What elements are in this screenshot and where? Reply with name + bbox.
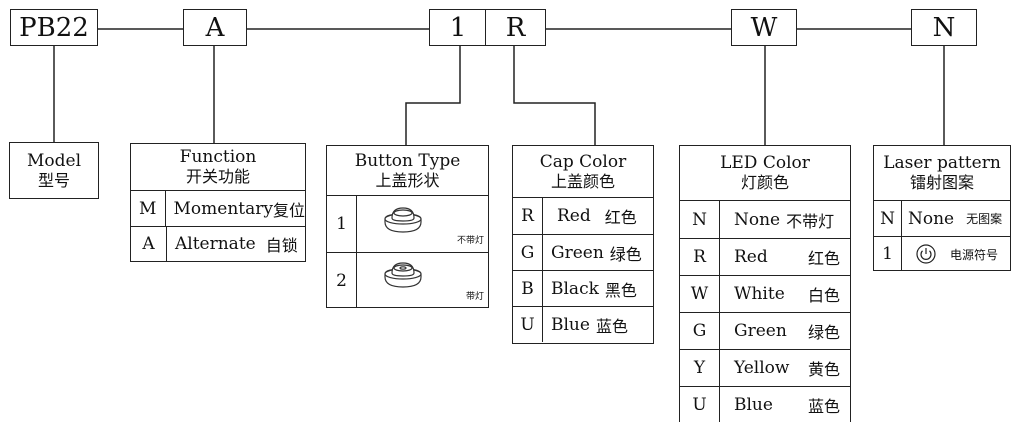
laser-label-zh: 电源符号 [950, 247, 999, 262]
led-color-row: W White 白色 [680, 275, 850, 312]
led-color-label: Blue [734, 395, 773, 415]
function-code: A [131, 227, 167, 261]
cap-color-label-zh: 绿色 [609, 244, 642, 264]
led-color-code: R [680, 239, 720, 275]
button-type-title-en: Button Type [354, 150, 461, 171]
cap-color-label: Black [551, 278, 599, 299]
cap-color-label: Green [551, 242, 604, 263]
led-color-label-zh: 不带灯 [786, 211, 835, 231]
laser-pattern-table: Laser pattern 镭射图案 N None 无图案 1 电源符号 [873, 145, 1011, 271]
button-type-code: 1 [327, 196, 357, 252]
laser-code: 1 [874, 237, 902, 271]
code-box-function: A [183, 9, 247, 46]
led-color-row: U Blue 蓝色 [680, 386, 850, 422]
cap-color-label: Blue [551, 314, 590, 335]
power-icon [916, 244, 936, 264]
function-label: Alternate [175, 234, 256, 254]
laser-title-en: Laser pattern [883, 153, 1001, 173]
model-box: Model 型号 [9, 142, 99, 199]
cap-color-label-zh: 黑色 [604, 280, 637, 300]
led-color-code: G [680, 313, 720, 349]
led-color-label-zh: 黄色 [807, 360, 840, 379]
function-label: Momentary [173, 198, 273, 219]
model-title-en: Model [26, 150, 82, 171]
cap-color-code: G [513, 235, 543, 270]
function-label-zh: 复位 [272, 200, 305, 220]
led-color-label: White [734, 284, 785, 304]
led-color-code: U [680, 387, 720, 422]
led-color-label: Green [734, 321, 787, 341]
led-color-row: Y Yellow 黄色 [680, 349, 850, 386]
cap-color-label: Red [557, 206, 591, 226]
code-box-led-color: W [731, 9, 797, 46]
led-color-title-zh: 灯颜色 [740, 173, 789, 192]
cap-color-label-zh: 红色 [604, 208, 637, 227]
laser-title-zh: 镭射图案 [909, 173, 974, 192]
code-box-laser: N [911, 9, 977, 46]
cap-color-code: R [513, 198, 543, 234]
code-button-type-text: 1 [449, 12, 467, 43]
function-title-zh: 开关功能 [185, 167, 250, 186]
led-color-code: Y [680, 350, 720, 386]
cap-plain-icon [384, 207, 422, 233]
led-color-label-zh: 红色 [807, 249, 840, 268]
cap-color-title-en: Cap Color [539, 151, 627, 172]
function-code: M [131, 191, 166, 226]
led-color-code: N [680, 201, 720, 238]
button-type-tag: 不带灯 [456, 236, 484, 246]
model-title-zh: 型号 [37, 170, 70, 190]
function-label-zh: 自锁 [265, 236, 298, 255]
laser-code: N [874, 201, 902, 236]
cap-color-title-zh: 上盖颜色 [550, 171, 615, 191]
cap-lamp-icon [384, 262, 422, 288]
led-color-label-zh: 蓝色 [807, 397, 840, 416]
led-color-row: R Red 红色 [680, 238, 850, 275]
function-row-alternate: A Alternate 自锁 [131, 226, 305, 261]
led-color-title-en: LED Color [720, 153, 810, 173]
laser-label: None [908, 208, 955, 229]
button-type-row-1: 1 不带灯 [327, 196, 488, 252]
button-type-row-2: 2 带灯 [327, 252, 488, 308]
led-color-label: Red [734, 247, 768, 267]
code-laser-text: N [932, 12, 956, 43]
led-color-label-zh: 白色 [807, 286, 840, 305]
code-cap-color-text: R [505, 12, 526, 43]
led-color-row: G Green 绿色 [680, 312, 850, 349]
cap-color-label-zh: 蓝色 [595, 316, 628, 336]
code-box-pb22: PB22 [10, 9, 98, 46]
laser-row-power: 1 电源符号 [874, 236, 1010, 271]
button-type-title-zh: 上盖形状 [375, 170, 440, 190]
cap-color-code: B [513, 271, 543, 306]
laser-label-zh: 无图案 [966, 212, 1003, 226]
cap-color-code: U [513, 307, 543, 342]
code-led-color-text: W [750, 12, 778, 43]
button-type-table: Button Type 上盖形状 1 不带灯 2 [326, 145, 489, 308]
button-type-code: 2 [327, 253, 357, 308]
code-box-cap-color: R [485, 9, 546, 46]
code-function-text: A [205, 12, 225, 43]
laser-row-none: N None 无图案 [874, 201, 1010, 236]
led-color-label-zh: 绿色 [807, 323, 840, 342]
button-type-tag: 带灯 [465, 292, 484, 302]
function-title-en: Function [179, 147, 257, 167]
led-color-label: None [734, 209, 781, 230]
code-pb22-text: PB22 [19, 12, 89, 43]
led-color-label: Yellow [734, 358, 790, 378]
led-color-code: W [680, 276, 720, 312]
code-box-button-type: 1 [429, 9, 487, 46]
cap-color-row: R Red 红色 [513, 198, 653, 234]
